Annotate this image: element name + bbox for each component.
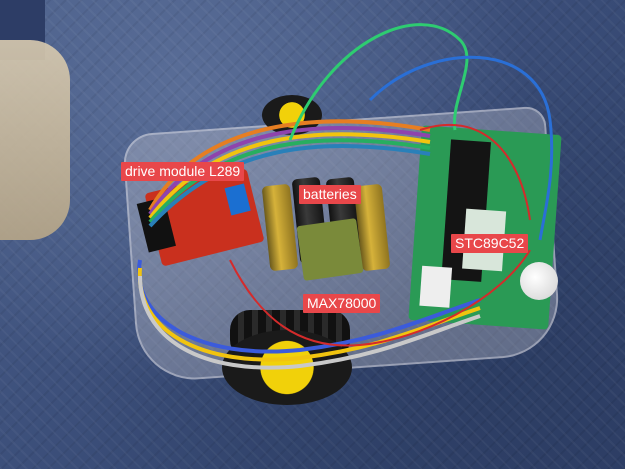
label-drive-module: drive module L289 bbox=[121, 162, 245, 181]
label-stc89c52: STC89C52 bbox=[451, 234, 529, 253]
label-batteries: batteries bbox=[299, 185, 361, 204]
ultrasonic-sensor bbox=[520, 262, 558, 300]
floor-background bbox=[0, 40, 70, 240]
label-max78000: MAX78000 bbox=[303, 294, 381, 313]
